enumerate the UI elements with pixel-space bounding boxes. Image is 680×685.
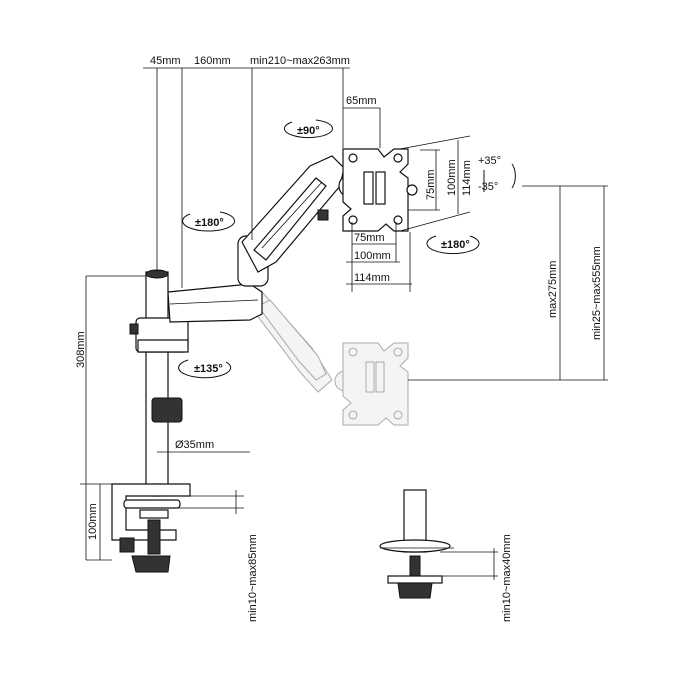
label-160mm: 160mm bbox=[194, 55, 231, 67]
ghost-vesa-plate bbox=[342, 342, 409, 426]
label-308mm: 308mm bbox=[75, 331, 87, 368]
label-vesa-75mm-vertical: 75mm bbox=[425, 169, 437, 200]
rotation-labels: ±90° ±180° ±180° ±135° +35° -35° bbox=[194, 125, 501, 375]
label-min10-max40mm: min10~max40mm bbox=[501, 534, 513, 622]
label-65mm: 65mm bbox=[346, 95, 377, 107]
label-vesa-75mm-horizontal: 75mm bbox=[354, 232, 385, 244]
label-max275mm: max275mm bbox=[547, 261, 559, 318]
rotation-arrows bbox=[178, 119, 516, 379]
ghost-lowered-arm bbox=[249, 291, 356, 393]
label-vesa-100mm-vertical: 100mm bbox=[446, 159, 458, 196]
label-vesa-114mm-horizontal: 114mm bbox=[354, 272, 390, 284]
desk-clamp-inset bbox=[379, 489, 454, 599]
label-rotate-135: ±135° bbox=[194, 363, 223, 375]
label-tilt-down: -35° bbox=[478, 181, 498, 193]
label-clamp-100mm: 100mm bbox=[87, 503, 99, 540]
dimension-lines bbox=[80, 67, 608, 580]
gas-spring-arm bbox=[241, 155, 362, 273]
label-vesa-114mm-vertical: 114mm bbox=[461, 160, 473, 196]
label-min210-max263mm: min210~max263mm bbox=[250, 55, 350, 67]
dimension-labels: 45mm 160mm min210~max263mm 65mm Ø35mm 30… bbox=[75, 55, 603, 622]
label-rotate-90: ±90° bbox=[297, 125, 320, 137]
label-pole-diameter: Ø35mm bbox=[175, 439, 214, 451]
desk-clamp bbox=[111, 483, 191, 573]
label-rotate-180-arm: ±180° bbox=[195, 217, 224, 229]
label-min10-max85mm: min10~max85mm bbox=[247, 534, 259, 622]
vesa-plate bbox=[342, 148, 418, 232]
label-tilt-up: +35° bbox=[478, 155, 501, 167]
label-rotate-180-plate: ±180° bbox=[441, 239, 470, 251]
label-vesa-100mm-horizontal: 100mm bbox=[354, 250, 391, 262]
label-min25-max555mm: min25~max555mm bbox=[591, 246, 603, 340]
label-45mm: 45mm bbox=[150, 55, 181, 67]
